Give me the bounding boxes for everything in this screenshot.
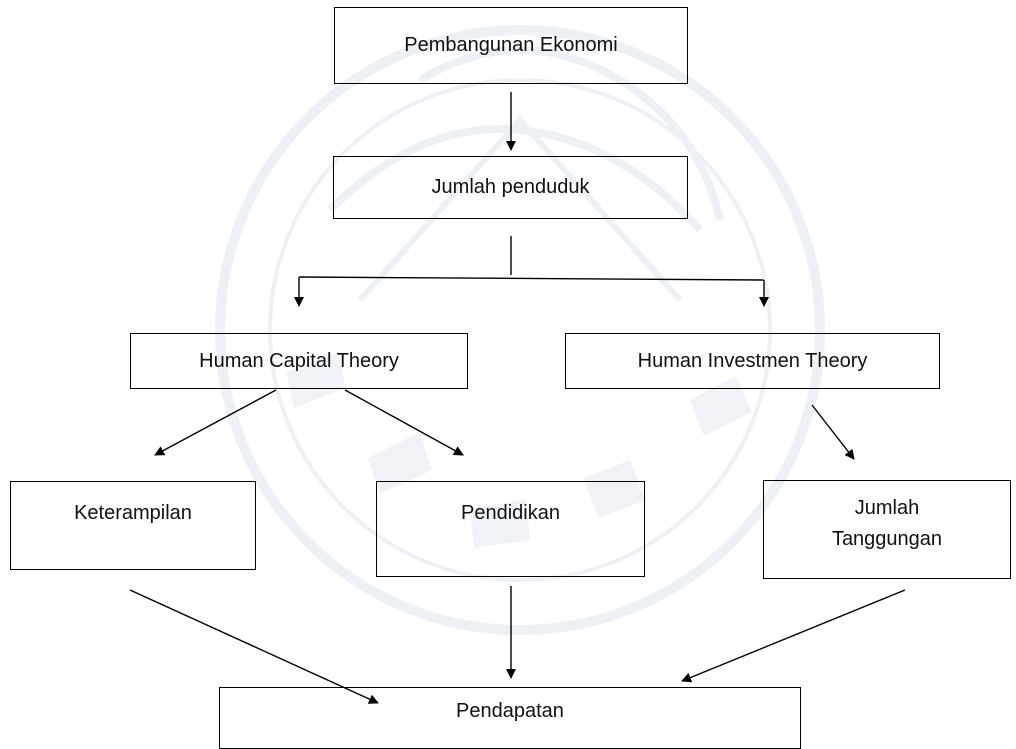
node-label: Jumlah Tanggungan [831, 497, 943, 550]
edge-branch-horizontal [298, 276, 765, 281]
node-label: Pendapatan [456, 700, 564, 722]
node-label: Keterampilan [74, 502, 192, 524]
node-human-capital-theory: Human Capital Theory [130, 333, 468, 389]
node-human-investmen-theory: Human Investmen Theory [565, 333, 940, 389]
node-keterampilan: Keterampilan [10, 481, 256, 570]
node-jumlah-tanggungan: Jumlah Tanggungan [763, 480, 1011, 579]
node-jumlah-penduduk: Jumlah penduduk [333, 156, 688, 219]
edge-jumlah-tanggungan-to-pendapatan [681, 589, 906, 683]
node-label: Human Capital Theory [199, 349, 399, 372]
node-label: Human Investmen Theory [637, 349, 868, 372]
edge-hit-to-jumlah-tanggungan [811, 404, 855, 460]
edge-keterampilan-to-pendapatan [129, 589, 379, 704]
edge-hct-to-pendidikan [344, 389, 464, 456]
node-label: Pendidikan [461, 502, 560, 524]
node-pendapatan: Pendapatan [219, 687, 801, 749]
edge-hct-to-keterampilan [154, 389, 277, 456]
node-pembangunan-ekonomi: Pembangunan Ekonomi [334, 7, 688, 84]
node-pendidikan: Pendidikan [376, 481, 645, 577]
node-label: Pembangunan Ekonomi [404, 34, 618, 56]
node-label: Jumlah penduduk [431, 176, 590, 198]
